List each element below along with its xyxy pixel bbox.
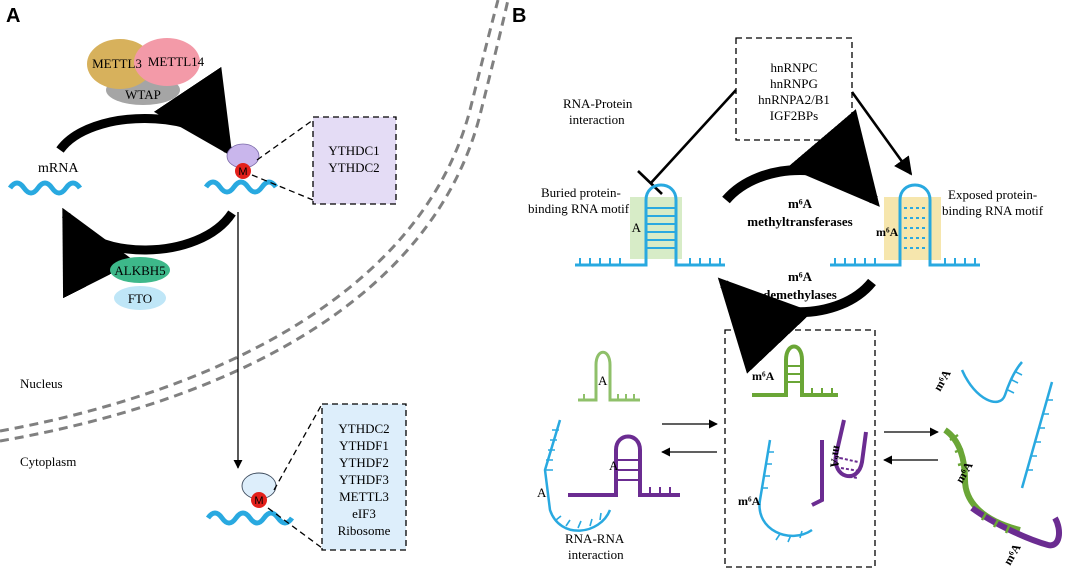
demethylation-arrow [61,207,236,299]
m6a-badge-cytoplasm-text: M [254,495,263,507]
activation-arrow [850,91,913,176]
mettl3-shape [87,39,153,89]
callout-line-upper [256,119,314,161]
exposed-label-2: binding RNA motif [942,203,1044,218]
exposed-rna [830,183,980,267]
cyto-reader-2: YTHDF1 [339,438,389,453]
m6a-badge-nucleus-text: M [238,166,247,178]
rna-rna-label-1: RNA-RNA [565,531,625,546]
nucleus-label: Nucleus [20,376,63,391]
m6a-badge-cytoplasm [251,492,267,508]
buried-adenosine: A [632,220,642,235]
mrna-label: mRNA [38,161,79,176]
rbp-1: hnRNPC [771,60,818,75]
fto-label: FTO [128,291,152,306]
blue-rna-center [758,439,813,538]
cyto-reader-6: eIF3 [352,506,376,521]
nuclear-membrane [0,0,510,443]
lower-a-green: A [598,373,608,388]
exposed-m6a: m⁶A [876,225,899,239]
mettl14-label: METTL14 [148,54,205,69]
writer-complex: METTL3 METTL14 WTAP [87,38,205,105]
methyltransferase-label: methyltransferases [747,214,852,229]
methylated-rna-box [724,329,876,568]
nuclear-reader-box [312,116,397,205]
center-m6a-purple: m⁶A [827,444,845,469]
purple-rna-left [568,434,680,497]
m6a-badge-nucleus [235,163,251,179]
cyto-reader-5: METTL3 [339,489,389,504]
mettl3-label: METTL3 [92,56,142,71]
rbp-4: IGF2BPs [770,108,818,123]
methylation-arrow [56,66,233,157]
cyto-callout-lower [267,507,323,549]
inhibition-line [649,89,737,185]
buried-rna [575,183,725,267]
fto-shape [114,286,166,310]
methyltransferase-arrow [722,109,880,207]
cyto-reader-1: YTHDC2 [338,421,389,436]
cyto-reader-4: YTHDF3 [339,472,389,487]
mrna-wave-methylated [203,179,279,195]
right-m6a-top: m⁶A [930,367,953,394]
inhibition-bar [637,170,663,195]
central-rnas [752,344,868,543]
lower-a-purple: A [609,458,619,473]
demethylase-arrow [717,277,876,374]
lower-left-rnas [543,350,680,532]
cyto-reader-7: Ribosome [338,523,391,538]
lower-a-blue: A [537,485,547,500]
blue-rna-left [543,419,612,532]
rna-protein-label-2: interaction [569,112,625,127]
light-green-rna [578,350,640,402]
exposed-label-1: Exposed protein- [948,187,1037,202]
rna-protein-label-1: RNA-Protein [563,96,633,111]
panel-b-label: B [512,5,526,27]
rbp-3: hnRNPA2/B1 [758,92,830,107]
alkbh5-shape [110,257,170,283]
green-rna-center [752,344,838,397]
center-m6a-green: m⁶A [752,369,775,383]
nuclear-reader-2: YTHDC2 [328,160,379,175]
purple-rna-right [970,505,1063,549]
buried-label-2: binding RNA motif [528,201,630,216]
cyto-reader-3: YTHDF2 [339,455,389,470]
cytoplasm-label: Cytoplasm [20,454,76,469]
methyltransferase-m6a: m⁶A [788,196,813,211]
callout-line-lower [251,174,314,201]
mrna-wave-left [7,180,83,196]
blue-rna-right-line [1020,381,1054,489]
mrna-wave-cytoplasm [205,510,295,526]
blue-rna-right-top [960,361,1023,404]
demethylase-label: demethylases [763,287,837,302]
rbp-list: hnRNPC hnRNPG hnRNPA2/B1 IGF2BPs [758,60,830,123]
right-m6a-bottom: m⁶A [1000,541,1023,568]
right-rnas [943,361,1063,549]
demethylase-m6a: m⁶A [788,269,813,284]
center-m6a-blue: m⁶A [738,494,761,508]
buried-label-1: Buried protein- [541,185,621,200]
panel-a-label: A [6,5,20,27]
alkbh5-label: ALKBH5 [114,263,165,278]
nuclear-reader-1: YTHDC1 [328,143,379,158]
wtap-label: WTAP [125,87,161,102]
cytoplasm-reader-box [321,403,407,551]
rbp-2: hnRNPG [770,76,818,91]
cytoplasm-reader-list: YTHDC2 YTHDF1 YTHDF2 YTHDF3 METTL3 eIF3 … [338,421,391,538]
rna-rna-label-2: interaction [568,547,624,562]
right-m6a-mid: m⁶A [952,459,975,486]
cyto-callout-upper [273,403,323,491]
